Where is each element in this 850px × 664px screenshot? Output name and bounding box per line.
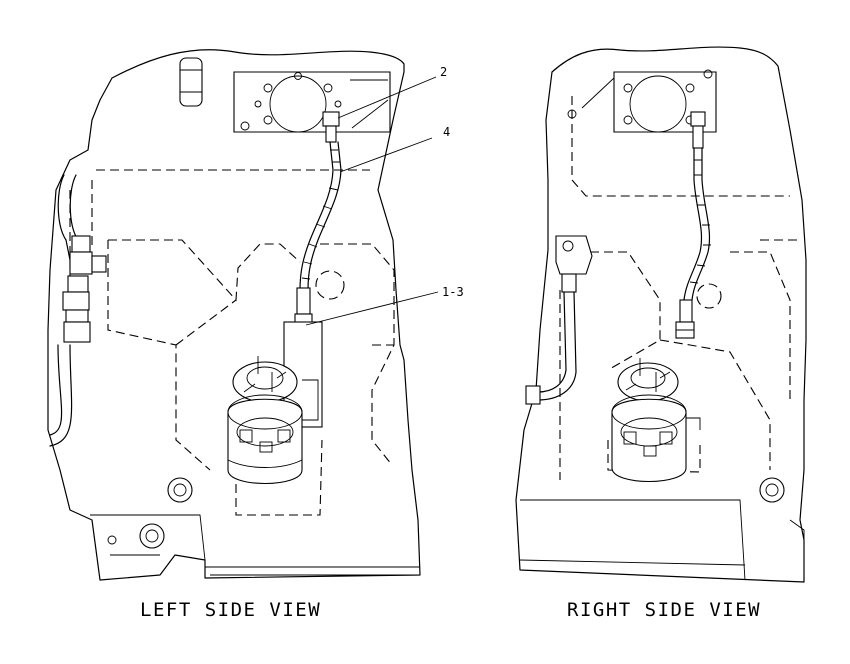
callout-label-2: 2 <box>440 65 447 79</box>
callout-4: 4 <box>339 125 450 173</box>
right-side-view-title: RIGHT SIDE VIEW <box>567 599 761 621</box>
callout-2: 2 <box>337 65 447 119</box>
callout-label-4: 4 <box>443 125 450 139</box>
left-side-view-drawing <box>47 49 421 581</box>
callout-label-1-3: 1-3 <box>442 285 464 299</box>
callout-1-3: 1-3 <box>305 285 464 326</box>
right-side-view-drawing <box>515 46 807 583</box>
left-side-view-title: LEFT SIDE VIEW <box>140 599 321 621</box>
